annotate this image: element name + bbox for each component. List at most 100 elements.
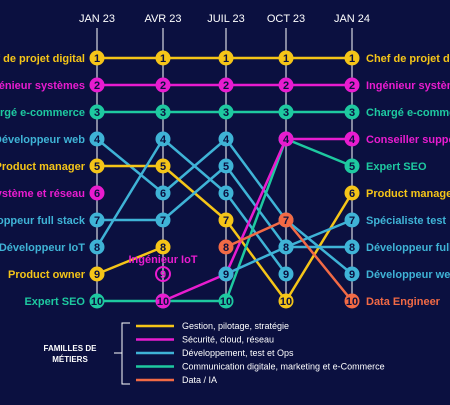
rank-marker (344, 239, 360, 255)
rank-marker (344, 50, 360, 66)
right-series-label: Product manager (366, 188, 450, 200)
rank-marker (344, 131, 360, 147)
annotation-number: 9 (160, 269, 166, 281)
rank-number: 10 (91, 296, 103, 308)
series-line (162, 137, 352, 303)
rank-number: 7 (223, 215, 229, 227)
rank-number: 5 (349, 161, 355, 173)
right-series-label: Ingénieur systèmes (366, 80, 450, 92)
rank-number: 1 (349, 53, 355, 65)
rank-number: 10 (157, 296, 169, 308)
rank-number: 1 (94, 53, 100, 65)
left-series-label: Product manager (0, 161, 86, 173)
rank-number: 3 (94, 107, 100, 119)
rank-number: 2 (283, 80, 289, 92)
rank-marker (344, 185, 360, 201)
rank-marker (344, 77, 360, 93)
left-series-label: Chef de projet digital (0, 53, 85, 65)
rank-number: 4 (349, 134, 356, 146)
rank-marker (278, 293, 294, 309)
rank-number: 3 (283, 107, 289, 119)
rank-number: 10 (346, 296, 358, 308)
rank-marker (89, 50, 105, 66)
rank-marker (278, 77, 294, 93)
rank-number: 1 (160, 53, 166, 65)
rank-number: 9 (283, 269, 289, 281)
left-series-label: Chargé e-commerce (0, 107, 85, 119)
left-series-label: Développeur full stack (0, 215, 86, 227)
column-header: JAN 24 (334, 13, 370, 25)
rank-number: 8 (94, 242, 100, 254)
rank-number: 7 (94, 215, 100, 227)
rank-marker (89, 212, 105, 228)
legend-item: Data / IA (182, 375, 217, 385)
rank-number: 4 (283, 134, 290, 146)
left-series-label: Système et réseau (0, 188, 85, 200)
rank-marker (278, 212, 294, 228)
series-line (96, 245, 164, 276)
left-series-label: Développeur IoT (0, 242, 85, 254)
rank-marker (155, 185, 171, 201)
rank-marker (344, 212, 360, 228)
rank-marker (155, 104, 171, 120)
rank-number: 6 (349, 188, 355, 200)
left-series-label: Ingénieur systèmes (0, 80, 85, 92)
rank-marker (218, 239, 234, 255)
rank-marker (278, 266, 294, 282)
right-series-label: Chef de projet digital (366, 53, 450, 65)
rank-marker (344, 104, 360, 120)
rank-marker (344, 158, 360, 174)
rank-marker (155, 77, 171, 93)
rank-number: 8 (349, 242, 355, 254)
rank-marker (278, 50, 294, 66)
rank-marker (278, 239, 294, 255)
rank-marker (218, 185, 234, 201)
right-series-label: Data Engineer (366, 296, 441, 308)
rank-marker (89, 158, 105, 174)
rank-number: 7 (160, 215, 166, 227)
column-header: JUIL 23 (207, 13, 245, 25)
rank-number: 10 (280, 296, 292, 308)
left-series-label: Product owner (8, 269, 86, 281)
right-series-label: Conseiller support (366, 134, 450, 146)
rank-marker (218, 158, 234, 174)
rank-number: 3 (223, 107, 229, 119)
rank-number: 8 (223, 242, 229, 254)
rank-marker (155, 158, 171, 174)
rank-marker (155, 293, 171, 309)
legend-title: MÉTIERS (52, 355, 88, 364)
rank-marker (344, 293, 360, 309)
rank-number: 2 (94, 80, 100, 92)
rank-number: 4 (160, 134, 167, 146)
right-series-label: Développeur web (366, 269, 450, 281)
rank-number: 9 (94, 269, 100, 281)
column-header: JAN 23 (79, 13, 115, 25)
rank-marker (218, 50, 234, 66)
rank-marker (218, 266, 234, 282)
rank-number: 6 (94, 188, 100, 200)
rank-number: 9 (349, 269, 355, 281)
right-series-label: Spécialiste test (366, 215, 446, 227)
rank-number: 6 (160, 188, 166, 200)
rank-number: 3 (349, 107, 355, 119)
rank-number: 5 (160, 161, 166, 173)
legend-title: FAMILLES DE (44, 344, 98, 353)
rank-marker (155, 239, 171, 255)
rank-number: 8 (283, 242, 289, 254)
rank-number: 5 (94, 161, 100, 173)
rank-number: 7 (349, 215, 355, 227)
rank-marker (278, 104, 294, 120)
rank-marker (155, 131, 171, 147)
rank-marker (89, 131, 105, 147)
column-header: AVR 23 (144, 13, 181, 25)
rank-marker (218, 131, 234, 147)
legend-item: Sécurité, cloud, réseau (182, 335, 274, 345)
rank-number: 2 (223, 80, 229, 92)
rank-number: 2 (160, 80, 166, 92)
rank-number: 1 (223, 53, 229, 65)
rank-number: 4 (223, 134, 230, 146)
annotation-label: Ingénieur IoT (128, 254, 197, 266)
rank-marker (278, 131, 294, 147)
